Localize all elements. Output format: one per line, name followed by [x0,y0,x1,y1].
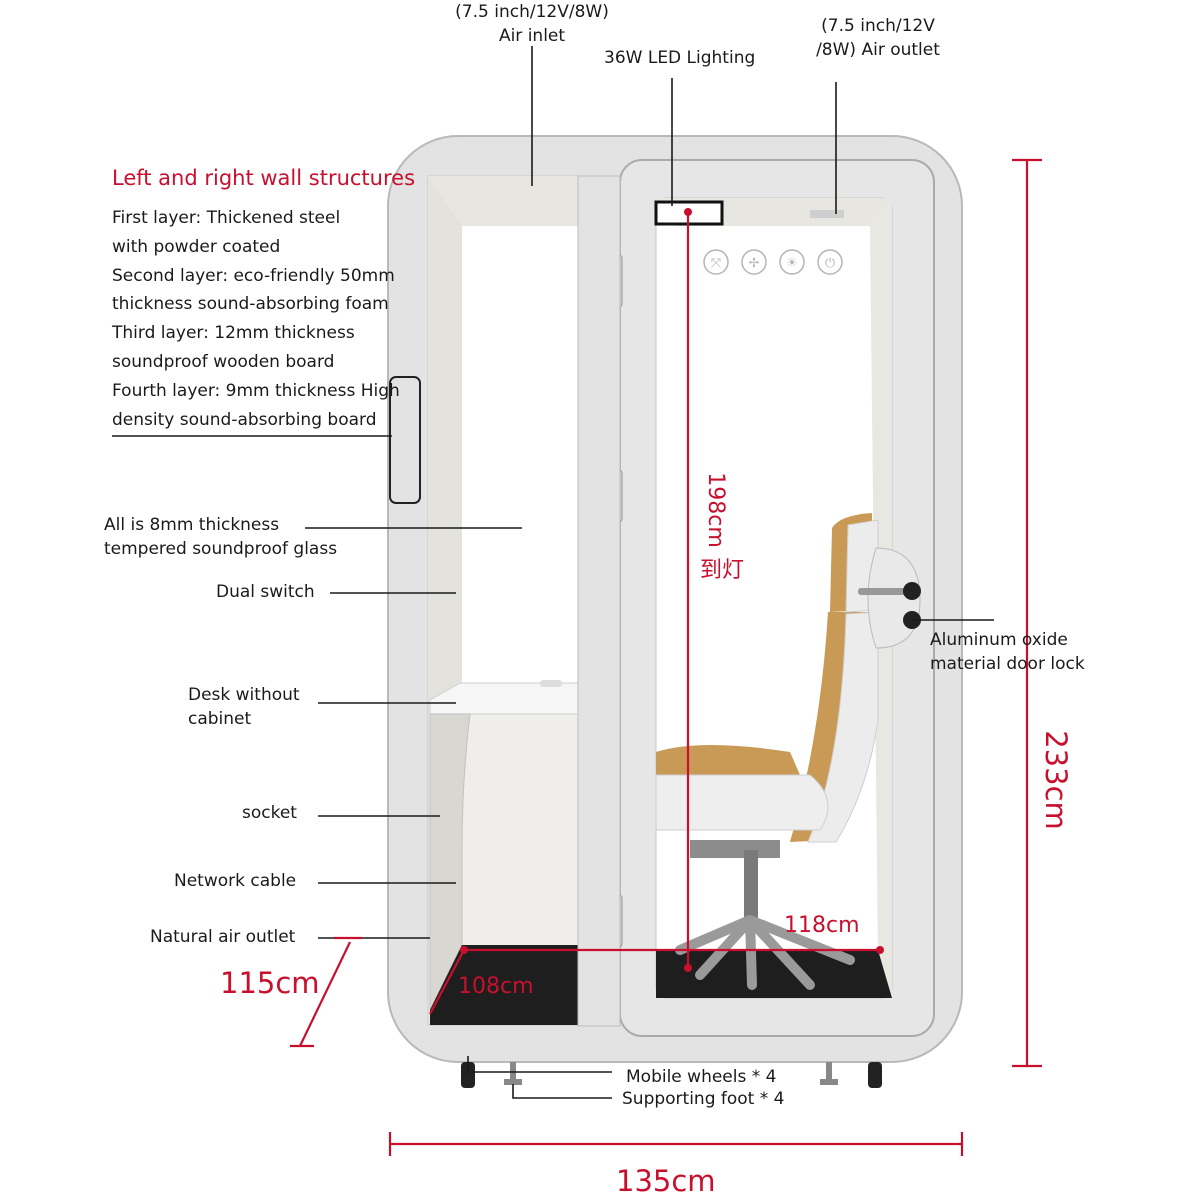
fan-icon-glyph: ✢ [749,256,760,271]
air-outlet-line-2: /8W) Air outlet [816,40,940,60]
chair-gaslift [744,850,758,920]
wheel-left [461,1062,475,1088]
left-floor [430,945,578,1025]
center-divider [577,175,621,1027]
light-icon [779,249,805,275]
door-lock-line-2: material door lock [930,654,1085,674]
chair-mechanism [690,840,780,858]
wall-line-2: with powder coated [112,236,281,257]
socket-label: socket [242,803,297,823]
air-inlet-line-2: Air inlet [498,26,566,46]
height-dimension: 233cm [1039,730,1073,830]
air-outlet-grille [810,210,844,218]
leader-wheels [467,1056,612,1073]
glass-line-2: tempered soundproof glass [104,539,338,559]
wall-structures-title: Left and right wall structures [112,166,416,190]
desk-support [429,713,471,1011]
control-panel-icons: ⤧ ✢ ☀ ⏻ [703,249,843,275]
door-handle[interactable] [858,588,914,595]
wall-line-6: soundproof wooden board [112,351,335,372]
wall-structures-list: First layer: Thickened steel with powder… [112,204,400,434]
desk-line-1: Desk without [188,685,300,705]
left-ceiling-foam [428,176,578,226]
glass-line-1: All is 8mm thickness [104,515,280,535]
inner-depth-dimension: 108cm [458,974,534,999]
wall-line-3: Second layer: eco-friendly 50mm [112,265,395,286]
left-glass-area [462,226,578,688]
wheel-right [868,1062,882,1088]
office-chair [655,513,879,990]
dim-interior-dot-top [684,208,692,216]
width-dimension: 135cm [616,1164,716,1198]
door-lock-line-1: Aluminum oxide [930,630,1068,650]
side-handle [389,376,421,504]
network-cable-label: Network cable [174,871,297,891]
light-icon-glyph: ☀ [786,256,798,271]
dual-switch-label: Dual switch [216,582,315,602]
wall-line-8: density sound-absorbing board [112,409,377,430]
dim-depth-line [299,941,351,1047]
led-lighting-label: 36W LED Lighting [604,48,756,68]
glass-label: All is 8mm thickness tempered soundproof… [104,513,337,561]
interior-height-dimension: 198cm [703,472,728,548]
desk-line-2: cabinet [188,709,252,729]
chair-back-lower-white [807,611,879,843]
air-inlet-label: (7.5 inch/12V/8W) Air inlet [422,0,642,48]
leader-feet [512,1084,612,1099]
wall-line-1: First layer: Thickened steel [112,208,341,228]
right-floor [656,950,892,998]
dim-inner-depth-line [429,949,465,1015]
air-outlet-line-1: (7.5 inch/12V [821,16,935,36]
power-icon [817,249,843,275]
door-knob[interactable] [903,582,921,600]
depth-dimension: 115cm [220,966,320,1000]
supporting-foot-label: Supporting foot * 4 [622,1089,785,1109]
dim-inner-width-dot-right [876,946,884,954]
power-icon-glyph: ⏻ [825,256,835,271]
desk-top [429,682,579,715]
chair-seat-white [655,774,829,831]
ventilation-icon [703,249,729,275]
desk-label: Desk without cabinet [188,683,300,731]
mobile-wheels-label: Mobile wheels * 4 [626,1067,777,1087]
wall-line-7: Fourth layer: 9mm thickness High [112,380,400,401]
air-outlet-label: (7.5 inch/12V /8W) Air outlet [796,14,960,62]
dim-inner-width-dot-left [460,946,468,954]
fan-icon [741,249,767,275]
natural-air-outlet-label: Natural air outlet [150,927,296,947]
interior-height-note: 到灯 [700,558,745,583]
wall-line-4: thickness sound-absorbing foam [112,294,389,315]
ventilation-icon-glyph: ⤧ [711,256,722,271]
air-inlet-line-1: (7.5 inch/12V/8W) [455,2,609,22]
inner-width-dimension: 118cm [784,913,860,938]
dim-interior-dot-bottom [684,964,692,972]
chair-base [675,915,855,990]
mouse [540,680,562,687]
door-lock-label: Aluminum oxide material door lock [930,628,1085,676]
left-side-foam [428,176,462,700]
foot-right [820,1062,838,1085]
wall-line-5: Third layer: 12mm thickness [112,323,355,344]
chair-seat-tan [656,745,800,775]
